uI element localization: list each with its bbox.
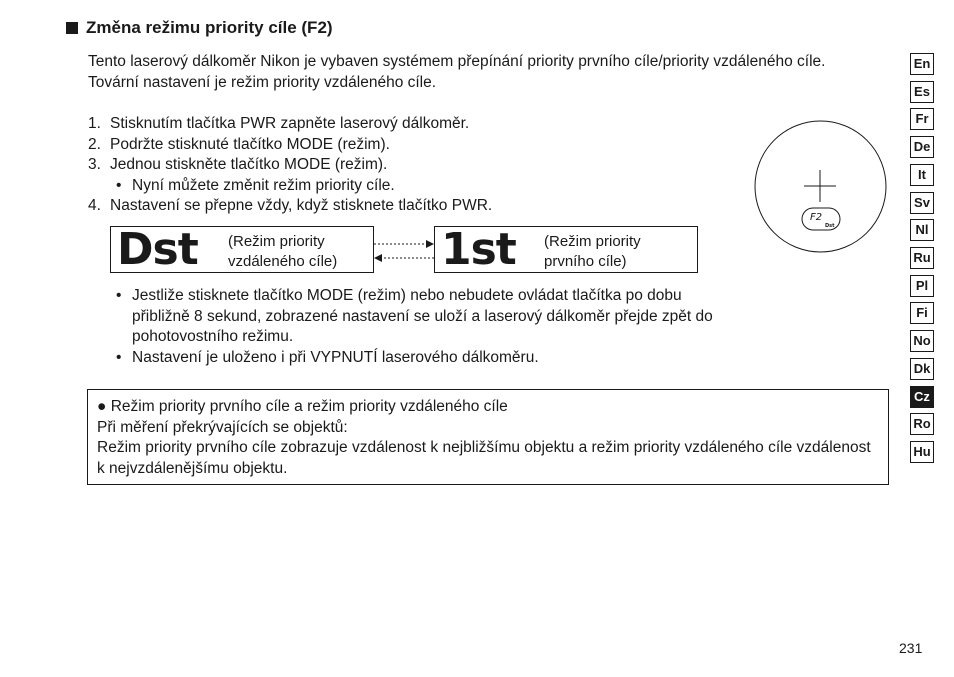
viewfinder-mode-label: F2 — [810, 212, 822, 223]
page-number: 231 — [899, 640, 923, 656]
note-text: Jestliže stisknete tlačítko MODE (režim)… — [132, 287, 713, 345]
language-tab-fr[interactable]: Fr — [910, 108, 934, 130]
language-tab-dk[interactable]: Dk — [910, 358, 934, 380]
language-tab-es[interactable]: Es — [910, 81, 934, 103]
display-1st-symbol: 1st — [441, 224, 517, 275]
step-3: 3. Jednou stiskněte tlačítko MODE (režim… — [88, 155, 708, 176]
language-tab-en[interactable]: En — [910, 53, 934, 75]
language-tab-pl[interactable]: Pl — [910, 275, 934, 297]
toggle-arrows-icon — [374, 240, 434, 262]
language-tab-sv[interactable]: Sv — [910, 192, 934, 214]
step-text: Jednou stiskněte tlačítko MODE (režim). — [110, 156, 388, 173]
bullet-dot-icon: • — [116, 348, 122, 366]
info-title-row: ● Režim priority prvního cíle a režim pr… — [97, 397, 879, 418]
info-box: ● Režim priority prvního cíle a režim pr… — [87, 389, 889, 485]
step-4: 4. Nastavení se přepne vždy, když stiskn… — [88, 196, 708, 217]
intro-line-2: Tovární nastavení je režim priority vzdá… — [88, 73, 437, 91]
heading-text: Změna režimu priority cíle (F2) — [86, 18, 333, 37]
display-1st-box: 1st (Režim priority prvního cíle) — [434, 224, 698, 275]
language-tab-fi[interactable]: Fi — [910, 302, 934, 324]
display-dst-caption-2: vzdáleného cíle) — [228, 253, 338, 270]
section-heading: Změna režimu priority cíle (F2) — [66, 18, 333, 39]
step-1: 1. Stisknutím tlačítka PWR zapněte laser… — [88, 114, 708, 135]
intro-line-1: Tento laserový dálkoměr Nikon je vybaven… — [88, 53, 826, 70]
note-2: • Nastavení je uloženo i při VYPNUTÍ las… — [116, 348, 716, 369]
step-number: 1. — [88, 115, 101, 132]
info-line-2: Režim priority prvního cíle zobrazuje vz… — [97, 439, 871, 477]
bullet-dot-icon: • — [116, 176, 122, 194]
step-number: 4. — [88, 197, 101, 214]
note-text: Nastavení je uloženo i při VYPNUTÍ laser… — [132, 348, 539, 366]
step-text: Podržte stisknuté tlačítko MODE (režim). — [110, 135, 390, 153]
step-3-bullet: • Nyní můžete změnit režim priority cíle… — [88, 176, 708, 197]
display-1st-caption-2: prvního cíle) — [544, 253, 627, 270]
language-tab-ro[interactable]: Ro — [910, 413, 934, 435]
language-tab-hu[interactable]: Hu — [910, 441, 934, 463]
display-dst-box: Dst (Režim priority vzdáleného cíle) — [110, 224, 374, 275]
language-tab-no[interactable]: No — [910, 330, 934, 352]
step-2: 2. Podržte stisknuté tlačítko MODE (reži… — [88, 135, 708, 156]
language-tab-nl[interactable]: Nl — [910, 219, 934, 241]
heading-square-icon — [66, 22, 78, 35]
filled-circle-icon: ● — [97, 398, 107, 415]
viewfinder-illustration: F2 Dst — [754, 120, 887, 253]
step-text: Stisknutím tlačítka PWR zapněte laserový… — [110, 115, 470, 132]
viewfinder-mode-indicator — [801, 207, 841, 231]
bullet-text: Nyní můžete změnit režim priority cíle. — [132, 176, 395, 194]
steps-list: 1. Stisknutím tlačítka PWR zapněte laser… — [88, 114, 708, 217]
bullet-dot-icon: • — [116, 287, 122, 304]
step-number: 2. — [88, 135, 101, 153]
intro: Tento laserový dálkoměr Nikon je vybaven… — [88, 52, 888, 93]
language-tab-de[interactable]: De — [910, 136, 934, 158]
step-number: 3. — [88, 156, 101, 173]
step-text: Nastavení se přepne vždy, když stisknete… — [110, 197, 493, 214]
display-dst-caption-1: (Režim priority — [228, 233, 325, 250]
display-dst-symbol: Dst — [117, 224, 199, 275]
viewfinder-mode-value: Dst — [825, 223, 835, 229]
notes-list: • Jestliže stisknete tlačítko MODE (reži… — [116, 286, 716, 368]
info-line-1: Při měření překrývajících se objektů: — [97, 418, 348, 436]
language-tab-cz[interactable]: Cz — [910, 386, 934, 408]
display-1st-caption-1: (Režim priority — [544, 233, 641, 250]
info-title: Režim priority prvního cíle a režim prio… — [110, 398, 508, 415]
language-tab-ru[interactable]: Ru — [910, 247, 934, 269]
language-tab-it[interactable]: It — [910, 164, 934, 186]
note-1: • Jestliže stisknete tlačítko MODE (reži… — [116, 286, 716, 348]
